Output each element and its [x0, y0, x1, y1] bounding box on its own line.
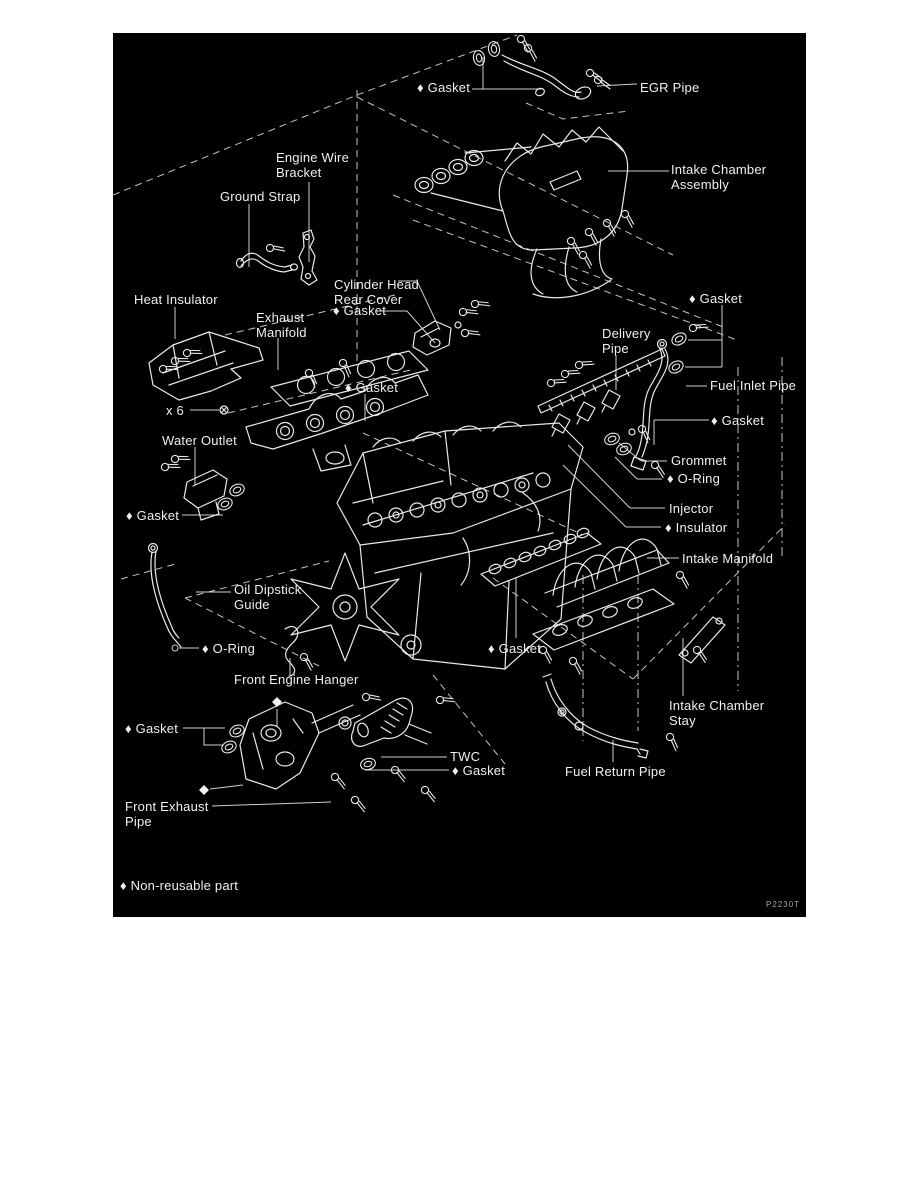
exhaust-manifold-drawing [245, 350, 429, 472]
label-o-ring-left: ♦ O-Ring [202, 641, 256, 656]
leader-lines [171, 57, 723, 807]
oil-dipstick-guide-drawing [147, 542, 182, 648]
label-insulator: ♦ Insulator [665, 520, 728, 535]
water-outlet-drawing [183, 469, 247, 521]
label-exhaust-manifold: Exhaust Manifold [256, 310, 307, 340]
guide-lines [113, 34, 786, 765]
label-ground-strap: Ground Strap [220, 189, 301, 204]
label-engine-wire-bracket: Engine Wire Bracket [276, 150, 350, 180]
ground-strap-drawing [235, 252, 299, 273]
label-fuel-inlet-pipe: Fuel Inlet Pipe [710, 378, 797, 393]
label-gasket-right-top: ♦ Gasket [689, 291, 743, 306]
label-grommet: Grommet [671, 453, 727, 468]
non-reusable-diamond-mark [199, 785, 209, 795]
label-heat-insulator: Heat Insulator [134, 292, 218, 307]
intake-manifold-drawing [532, 538, 675, 651]
cylinder-head-rear-cover-drawing [412, 320, 462, 356]
label-egr-pipe: EGR Pipe [640, 80, 700, 95]
label-x6: x 6 [166, 403, 184, 418]
intake-chamber-assembly-drawing [414, 126, 629, 299]
label-intake-chamber-assembly: Intake Chamber Assembly [671, 162, 767, 192]
label-water-outlet: Water Outlet [162, 433, 237, 448]
intake-manifold-gasket-drawing [480, 527, 602, 587]
label-gasket-fuel-inlet: ♦ Gasket [711, 413, 765, 428]
bolt-hardware [157, 33, 711, 813]
diagram-art [113, 33, 786, 813]
label-gasket-exhaust: ♦ Gasket [345, 380, 399, 395]
legend-non-reusable-part: ♦ Non-reusable part [120, 878, 239, 893]
label-gasket-front-pipe: ♦ Gasket [125, 721, 179, 736]
delivery-pipe-drawing [537, 348, 666, 437]
front-engine-hanger-drawing [284, 625, 299, 677]
heat-insulator-drawing [148, 331, 264, 401]
twc-drawing [351, 697, 432, 747]
label-gasket-twc: ♦ Gasket [452, 763, 506, 778]
label-intake-chamber-stay: Intake Chamber Stay [669, 698, 765, 728]
label-oil-dipstick-guide: Oil Dipstick Guide [234, 582, 302, 612]
label-front-engine-hanger: Front Engine Hanger [234, 672, 359, 687]
engine-block-drawing [290, 421, 584, 670]
label-intake-manifold: Intake Manifold [682, 551, 774, 566]
label-gasket-center: ♦ Gasket [488, 641, 542, 656]
figure-code: P2230T [766, 900, 801, 909]
guide-lines-vertical [582, 357, 783, 741]
fuel-return-pipe-drawing [542, 673, 649, 759]
parts-diagram [113, 33, 806, 917]
egr-pipe-drawing [471, 40, 592, 100]
engine-wire-bracket-drawing [298, 229, 318, 286]
label-gasket-egr: ♦ Gasket [417, 80, 471, 95]
front-exhaust-pipe-drawing [219, 701, 378, 790]
intake-chamber-stay-drawing [678, 616, 726, 664]
label-delivery-pipe: Delivery Pipe [602, 326, 651, 356]
label-twc: TWC [450, 749, 481, 764]
label-injector: Injector [669, 501, 714, 516]
label-gasket-water-outlet: ♦ Gasket [126, 508, 180, 523]
label-fuel-return-pipe: Fuel Return Pipe [565, 764, 666, 779]
label-front-exhaust-pipe: Front Exhaust Pipe [125, 799, 209, 829]
label-gasket-rear-cover: ♦ Gasket [333, 303, 387, 318]
label-o-ring-right: ♦ O-Ring [667, 471, 721, 486]
label-cylinder-head-rear-cover: Cylinder Head Rear Cover [334, 277, 419, 307]
fuel-inlet-pipe-drawing [602, 329, 689, 471]
